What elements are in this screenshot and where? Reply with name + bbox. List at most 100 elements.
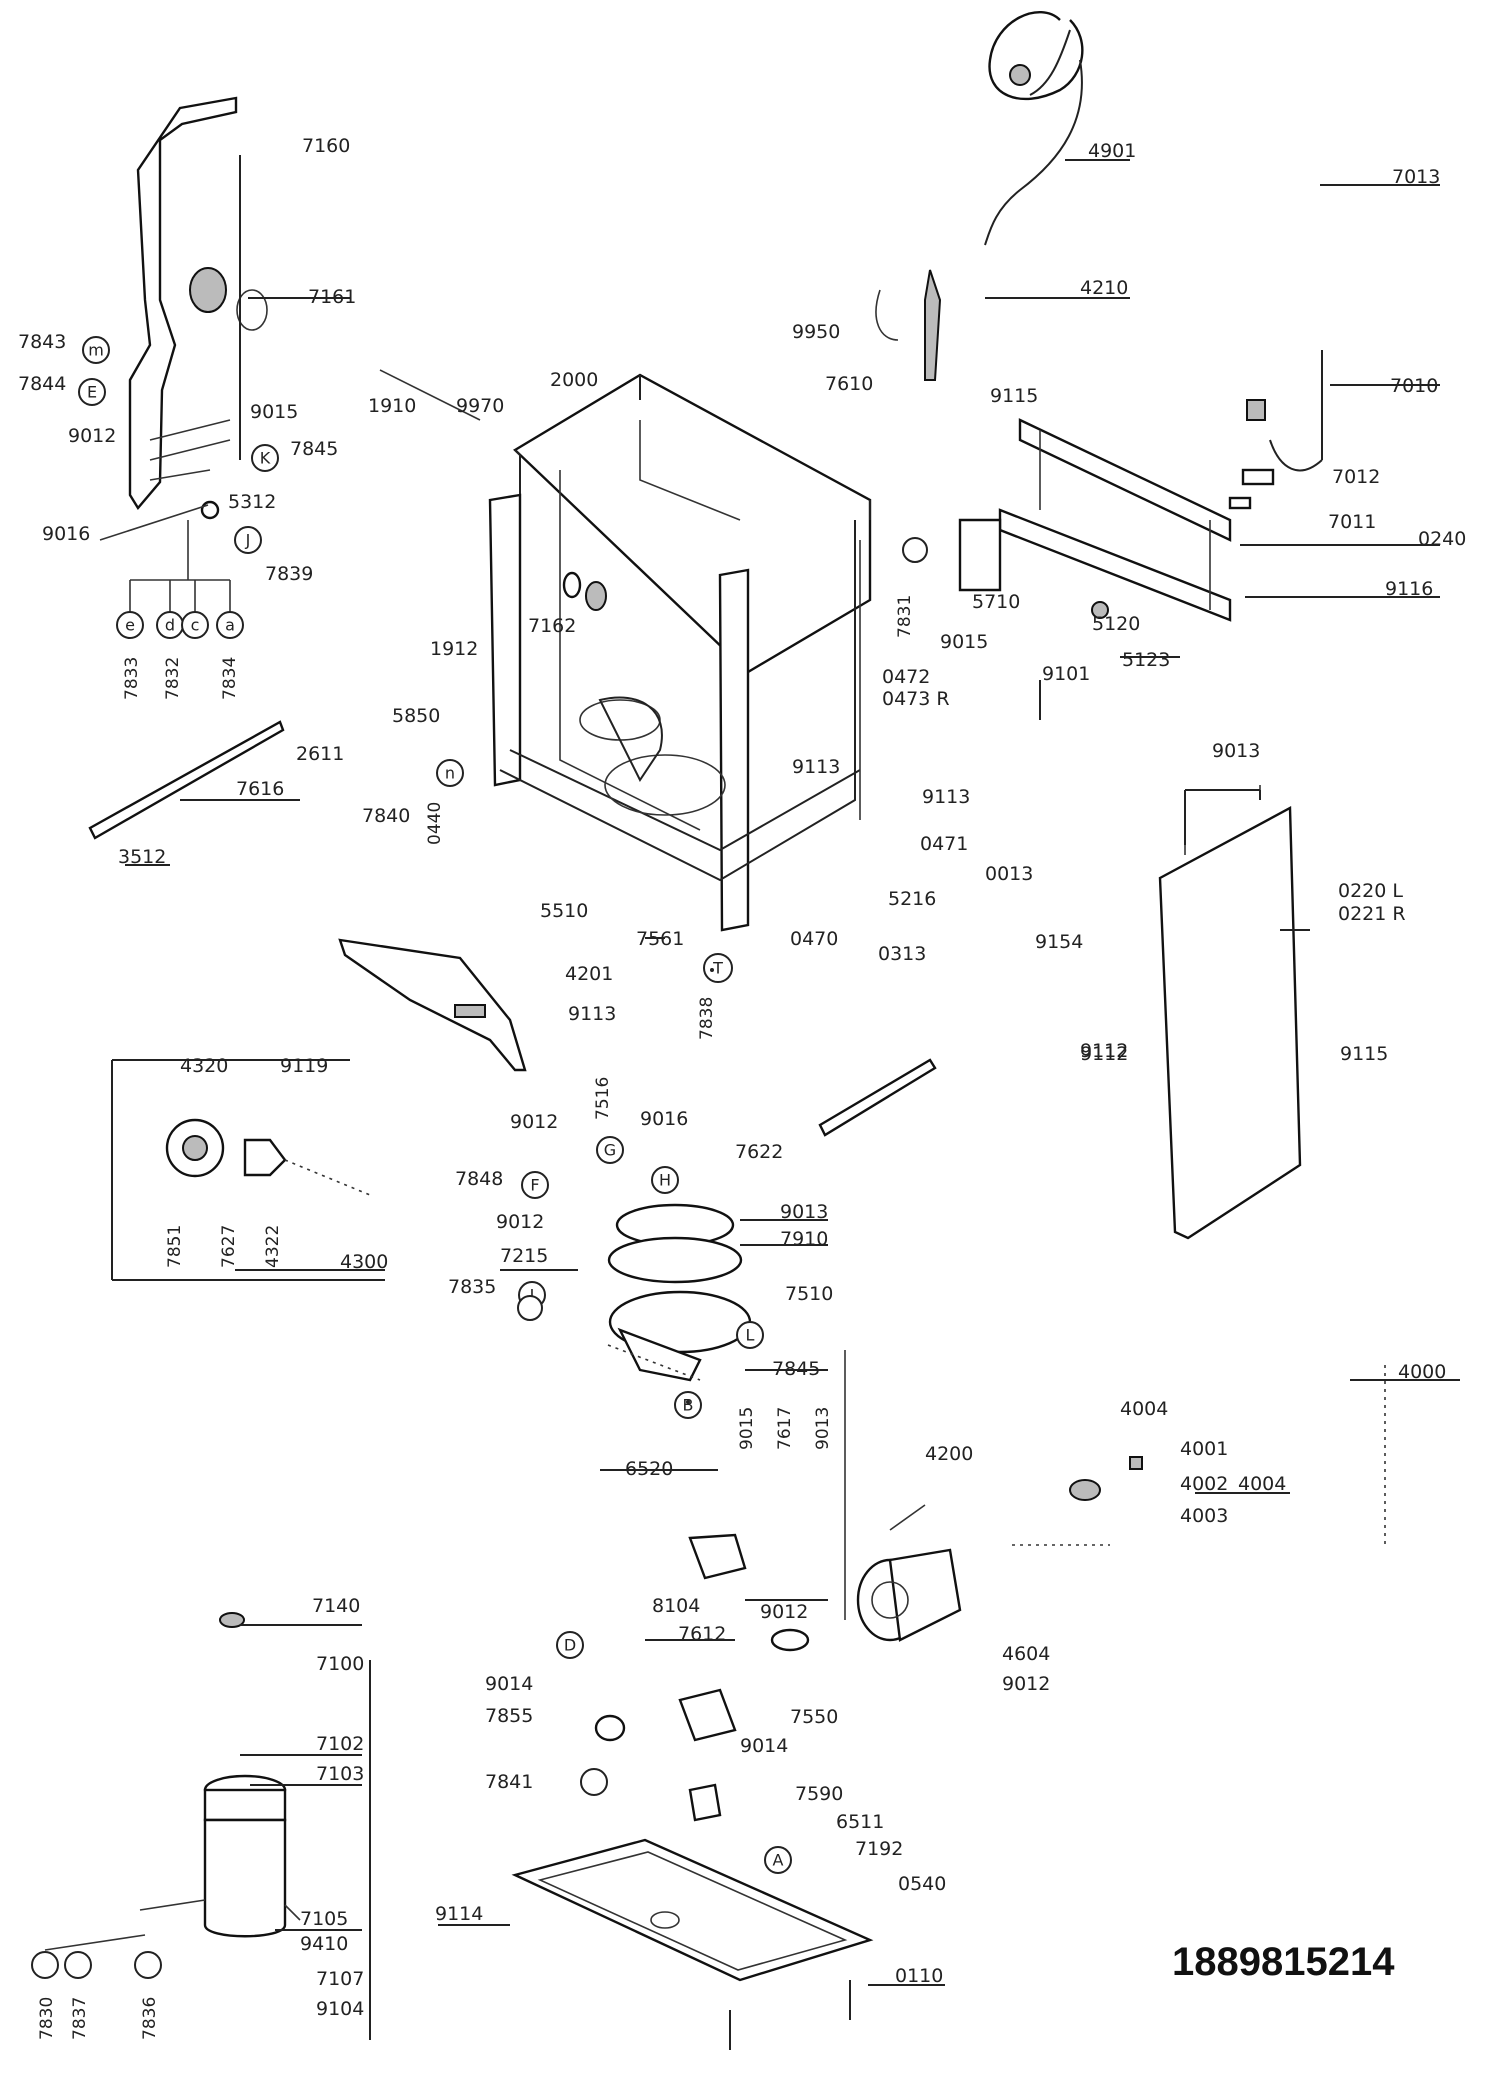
callout-K-text: K xyxy=(260,449,271,468)
label-9113-a: 9013 xyxy=(1212,740,1260,762)
tub-2000 xyxy=(379,369,872,932)
callout-I-text: I xyxy=(530,1286,535,1305)
label-7910: 7910 xyxy=(780,1228,828,1250)
label-7845-b: 7845 xyxy=(772,1358,820,1380)
label-4003: 4003 xyxy=(1180,1505,1228,1527)
label-0220: 0220 L xyxy=(1338,880,1403,902)
door-panel-7160 xyxy=(128,96,268,520)
callout-J xyxy=(234,526,262,554)
label-7835: 7835 xyxy=(448,1276,496,1298)
callout-H xyxy=(651,1166,679,1194)
label-7103: 7103 xyxy=(316,1763,364,1785)
callout-K xyxy=(251,444,279,472)
label-7841: 7841 xyxy=(485,1771,533,1793)
label-8104: 8104 xyxy=(652,1595,700,1617)
label-7161: 7161 xyxy=(308,286,356,308)
label-9113-c: 9113 xyxy=(568,1003,616,1025)
label-7192: 7192 xyxy=(855,1838,903,1860)
callout-m xyxy=(82,336,110,364)
label-9015-a: 9015 xyxy=(250,401,298,423)
label-7105: 7105 xyxy=(300,1908,348,1930)
base-tray-0110 xyxy=(511,1783,874,2050)
label-7612: 7612 xyxy=(678,1623,726,1645)
label-7010: 7010 xyxy=(1390,375,1438,397)
label-5312: 5312 xyxy=(228,491,276,513)
label-5850: 5850 xyxy=(392,705,440,727)
label-4201: 4201 xyxy=(565,963,613,985)
label-9013-b: 9013 xyxy=(780,1201,828,1223)
label-9012-d: 9012 xyxy=(760,1601,808,1623)
label-6511: 6511 xyxy=(836,1811,884,1833)
callout-c-text: c xyxy=(191,616,200,635)
label-1910: 1910 xyxy=(368,395,416,417)
label-7851: 7851 xyxy=(165,1225,185,1268)
label-0540: 0540 xyxy=(898,1873,946,1895)
label-2611: 2611 xyxy=(296,743,344,765)
callout-L xyxy=(736,1321,764,1349)
label-9014-a: 9014 xyxy=(485,1673,533,1695)
callout-e xyxy=(116,611,144,639)
label-0110: 0110 xyxy=(895,1965,943,1987)
callout-n xyxy=(436,759,464,787)
callout-d-text: d xyxy=(165,616,175,635)
label-0470: 0470 xyxy=(790,928,838,950)
label-7590: 7590 xyxy=(795,1783,843,1805)
label-5120: 5120 xyxy=(1092,613,1140,635)
label-4322: 4322 xyxy=(263,1225,283,1268)
label-7617: 7617 xyxy=(775,1407,795,1450)
label-4001: 4001 xyxy=(1180,1438,1228,1460)
label-4300: 4300 xyxy=(340,1251,388,1273)
label-7836: 7836 xyxy=(140,1997,160,2040)
callout-A xyxy=(764,1846,792,1874)
label-0471: 0471 xyxy=(920,833,968,855)
leader-lines xyxy=(125,159,1460,1986)
label-4210: 4210 xyxy=(1080,277,1128,299)
label-0313: 0313 xyxy=(878,943,926,965)
label-9016: 9016 xyxy=(42,523,90,545)
label-9014-b: 9014 xyxy=(740,1735,788,1757)
callout-T-text: T xyxy=(712,959,723,978)
inset-4300 xyxy=(111,1059,385,1281)
label-4002: 4002 xyxy=(1180,1473,1228,1495)
label-7834: 7834 xyxy=(220,657,240,700)
label-4200: 4200 xyxy=(925,1443,973,1465)
valve-7612 xyxy=(594,1533,810,1742)
label-7013: 7013 xyxy=(1392,166,1440,188)
label-9113-b: 9113 xyxy=(922,786,970,808)
label-0221: 0221 R xyxy=(1338,903,1406,925)
label-0472: 0472 xyxy=(882,666,930,688)
label-9101: 9101 xyxy=(1042,663,1090,685)
label-7561: 7561 xyxy=(636,928,684,950)
label-7510: 7510 xyxy=(785,1283,833,1305)
label-7012: 7012 xyxy=(1332,466,1380,488)
label-6520: 6520 xyxy=(625,1458,673,1480)
label-0240: 0240 xyxy=(1418,528,1466,550)
label-7516: 7516 xyxy=(593,1077,613,1120)
label-9016-b: 9016 xyxy=(640,1108,688,1130)
label-7102: 7102 xyxy=(316,1733,364,1755)
callout-e-text: e xyxy=(125,616,135,635)
bracket-4000 xyxy=(844,1350,1386,1620)
label-9970: 9970 xyxy=(456,395,504,417)
label-9410: 9410 xyxy=(300,1933,348,1955)
label-7162: 7162 xyxy=(528,615,576,637)
label-5123: 5123 xyxy=(1122,649,1170,671)
label-4901: 4901 xyxy=(1088,140,1136,162)
callout-m-text: m xyxy=(88,341,104,360)
label-4004-b: 4004 xyxy=(1238,1473,1286,1495)
rail-7616 xyxy=(88,720,300,840)
label-0473: 0473 R xyxy=(882,688,950,710)
label-7848: 7848 xyxy=(455,1168,503,1190)
label-7622: 7622 xyxy=(735,1141,783,1163)
callout-H-text: H xyxy=(659,1171,671,1190)
label-9154: 9154 xyxy=(1035,931,1083,953)
label-9950: 9950 xyxy=(792,321,840,343)
label-9114: 9114 xyxy=(435,1903,483,1925)
label-9115: 9115 xyxy=(990,385,1038,407)
callout-a xyxy=(216,611,244,639)
label-9012-e: 9012 xyxy=(1002,1673,1050,1695)
label-7830: 7830 xyxy=(37,1997,57,2040)
label-7833: 7833 xyxy=(122,657,142,700)
label-9015-b: 9015 xyxy=(940,631,988,653)
hose-4901 xyxy=(984,10,1084,246)
